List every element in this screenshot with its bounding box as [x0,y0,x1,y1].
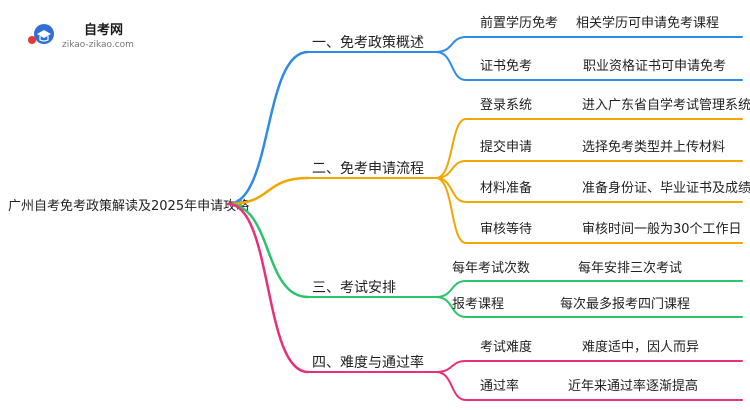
leaf-name: 通过率 [480,378,519,394]
branch-label: 四、难度与通过率 [312,354,424,371]
leaf-desc: 审核时间一般为30个工作日 [582,221,742,237]
root-topic: 广州自考免考政策解读及2025年申请攻略 [8,198,249,214]
branch-to-leaf-link [435,360,467,373]
branch-to-leaf-link [435,280,467,298]
leaf-name: 提交申请 [480,139,532,155]
branch-label: 一、免考政策概述 [312,34,424,51]
leaf-name: 证书免考 [480,59,532,74]
branch-difficulty-pass-rate: 四、难度与通过率 考试难度 难度适中，因人而异 通过率 近年来通过率逐渐提高 [312,339,699,394]
branch-application-process: 二、免考申请流程 登录系统 进入广东省自学考试管理系统 提交申请 选择免考类型并… [312,97,750,237]
branch-label: 三、考试安排 [312,280,396,296]
leaf-desc: 相关学历可申请免考课程 [576,15,719,31]
branch-policy-overview: 一、免考政策概述 前置学历免考 相关学历可申请免考课程 证书免考 职业资格证书可… [312,15,726,74]
branch-to-leaf-link [435,51,467,81]
branch-to-leaf-link [435,371,467,401]
leaf-desc: 准备身份证、毕业证书及成绩单 [582,180,750,196]
branch-to-leaf-link [435,36,467,53]
logo-title: 自考网 [84,22,123,38]
logo-dot [28,36,36,44]
branch-to-leaf-link [435,177,467,203]
root-to-branch-link [226,202,310,299]
leaf-desc: 每年安排三次考试 [578,260,682,276]
connector-lines [226,36,743,401]
root-to-branch-link [226,202,310,374]
leaf-name: 前置学历免考 [480,15,558,31]
branch-to-leaf-link [435,118,467,179]
root-to-branch-link [226,176,310,206]
leaf-name: 材料准备 [480,180,532,196]
branch-to-leaf-link [435,296,467,318]
leaf-desc: 每次最多报考四门课程 [560,296,690,312]
leaf-desc: 近年来通过率逐渐提高 [568,378,698,394]
branch-label: 二、免考申请流程 [312,161,424,177]
leaf-name: 考试难度 [480,339,532,355]
leaf-name: 每年考试次数 [452,260,530,276]
leaf-name: 登录系统 [480,98,532,113]
leaf-desc: 选择免考类型并上传材料 [582,140,725,155]
leaf-desc: 职业资格证书可申请免考 [583,58,726,74]
leaf-desc: 进入广东省自学考试管理系统 [582,97,750,113]
graduation-cap-band-icon [39,36,49,42]
leaf-desc: 难度适中，因人而异 [582,339,699,355]
logo-url: zikao-zikao.com [62,40,134,50]
branch-to-leaf-link [435,177,467,244]
branch-exam-schedule: 三、考试安排 每年考试次数 每年安排三次考试 报考课程 每次最多报考四门课程 [312,260,690,312]
leaf-name: 审核等待 [480,221,532,237]
leaf-name: 报考课程 [452,297,504,312]
root-to-branch-link [226,50,310,206]
logo: 自考网 zikao-zikao.com [28,22,134,50]
